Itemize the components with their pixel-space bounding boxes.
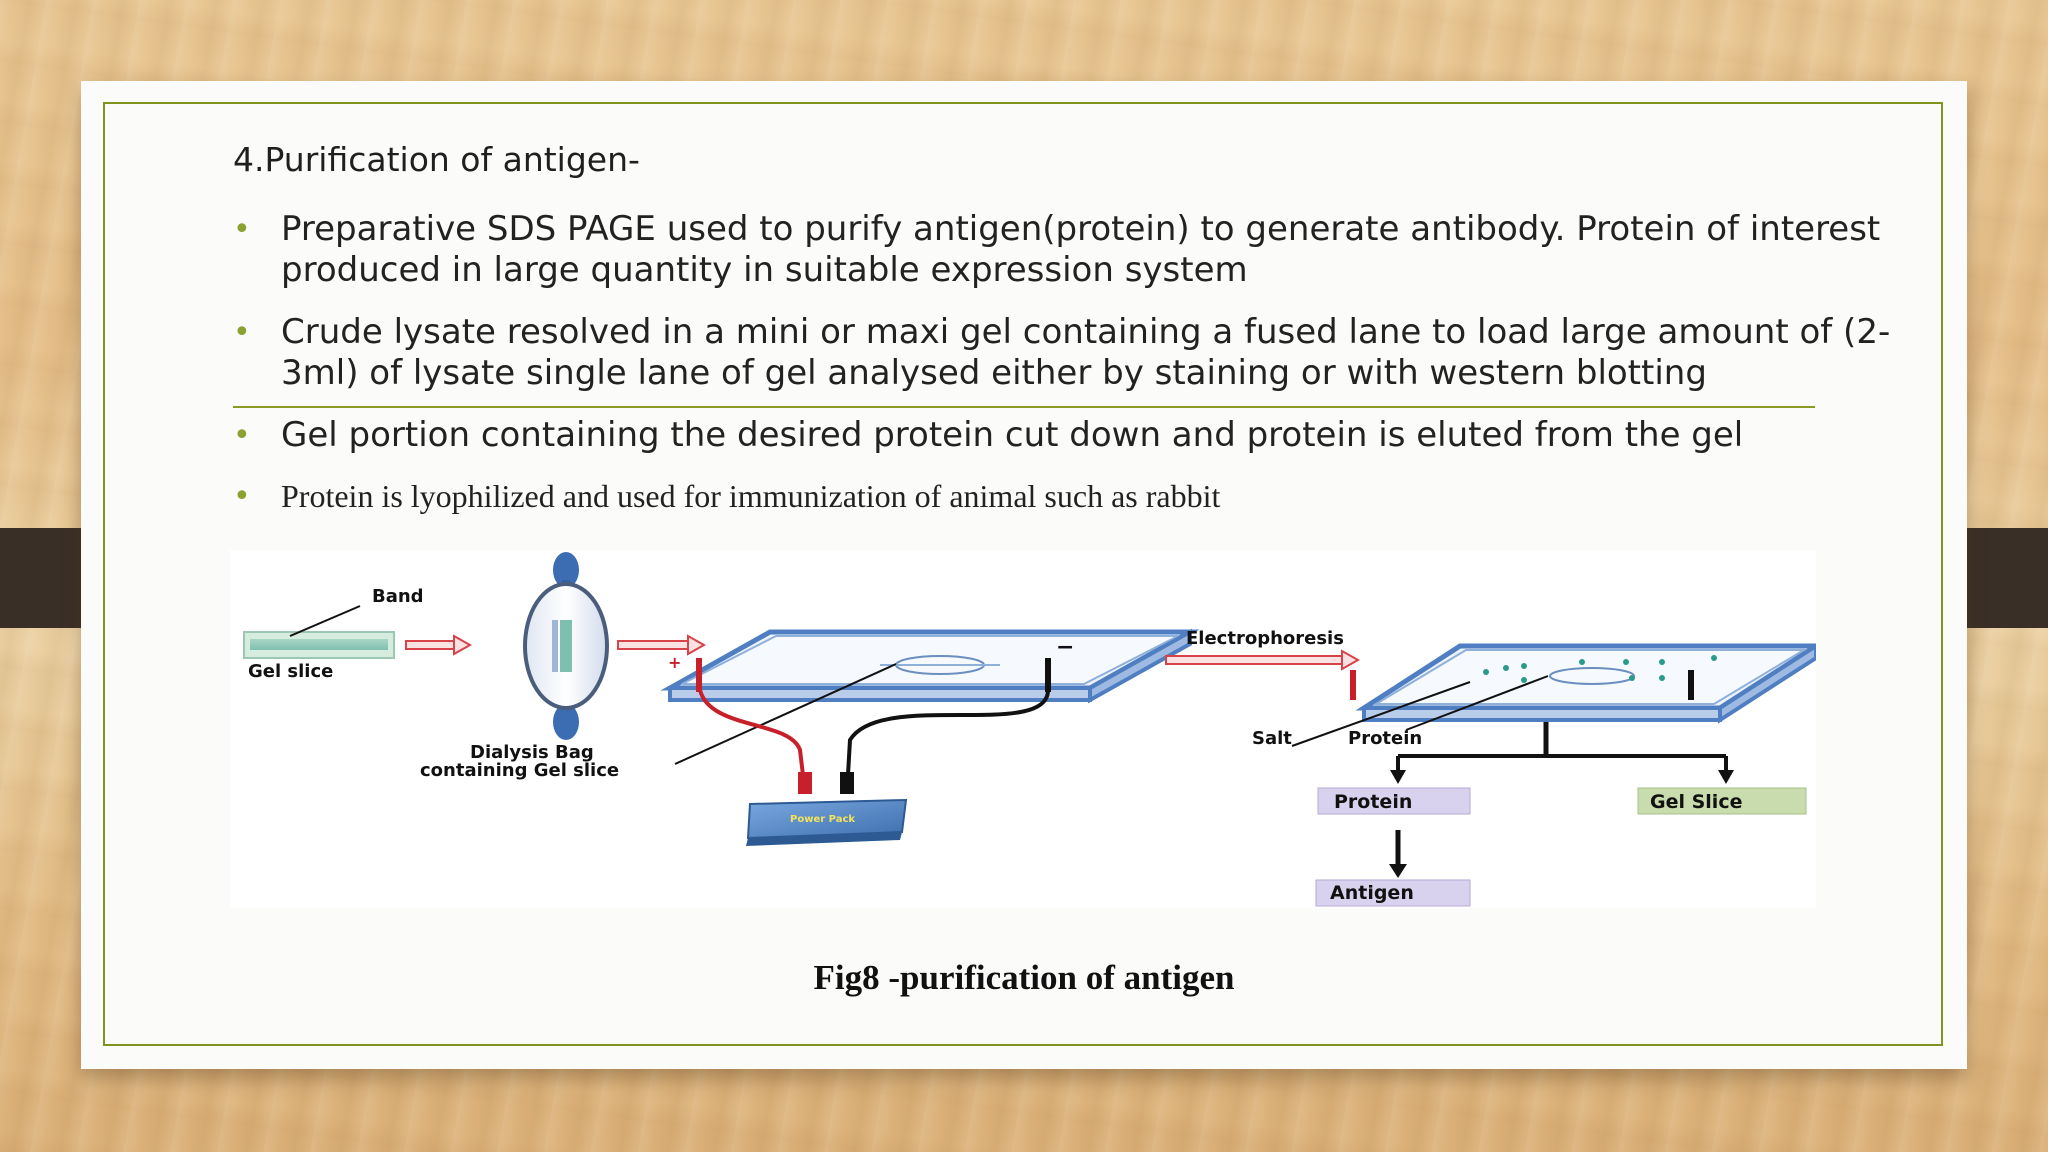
dialysis-bag-label-2: containing Gel slice — [420, 760, 619, 781]
gel-slice-graphic — [243, 605, 395, 659]
electrophoresis-tray-1 — [660, 628, 1200, 765]
antigen-box — [1315, 879, 1471, 907]
protein-box — [1317, 787, 1471, 815]
gel-slice-box — [1637, 787, 1807, 815]
gel-slice-label: Gel slice — [248, 661, 333, 682]
protein-pointer-line — [1405, 675, 1549, 731]
salt-label: Salt — [1252, 728, 1292, 749]
antigen-box-label: Antigen — [1330, 882, 1414, 904]
protein-label: Protein — [1348, 728, 1422, 749]
slide-heading: 4.Purification of antigen- — [233, 140, 640, 179]
gel-slice-box-label: Gel Slice — [1650, 791, 1742, 813]
salt-pointer-line — [1291, 681, 1471, 747]
bullet-dot: • — [233, 479, 251, 514]
bullet-text-3: Gel portion containing the desired prote… — [281, 415, 1744, 455]
minus-terminal: − — [1056, 635, 1074, 660]
bullet-text-2: Crude lysate resolved in a mini or maxi … — [281, 312, 1891, 393]
power-pack-label: Power Pack — [790, 814, 855, 825]
slide-frame — [103, 102, 1943, 1046]
black-plug — [840, 772, 854, 794]
electrophoresis-tray-2 — [1291, 643, 1816, 747]
electrophoresis-label: Electrophoresis — [1186, 628, 1344, 649]
band-pointer-line — [289, 605, 361, 637]
diagram-svg: Band Gel slice Dialysis Bag containing G… — [243, 552, 1816, 907]
bullet-text-4: Protein is lyophilized and used for immu… — [281, 478, 1221, 514]
band-label: Band — [372, 586, 424, 607]
arrow-to-electrophoresis-tray — [617, 634, 707, 656]
bullet-dot: • — [233, 418, 251, 453]
electrophoresis-arrow — [1165, 649, 1361, 671]
protein-to-antigen-arrow — [1389, 830, 1407, 878]
plus-terminal: + — [668, 653, 681, 672]
black-wire — [845, 689, 1050, 793]
section-divider — [233, 406, 1815, 408]
red-plug — [798, 772, 812, 794]
dialysis-bag-graphic — [523, 552, 609, 740]
bullet-item-4: • Protein is lyophilized and used for im… — [233, 476, 1913, 517]
purification-diagram: Band Gel slice Dialysis Bag containing G… — [230, 550, 1816, 908]
power-pack-graphic — [746, 798, 908, 846]
bullet-item-2: • Crude lysate resolved in a mini or max… — [233, 312, 1913, 394]
bullet-dot: • — [233, 315, 251, 350]
bullet-text-1: Preparative SDS PAGE used to purify anti… — [281, 209, 1881, 290]
protein-box-label: Protein — [1334, 791, 1412, 813]
bullet-item-1: • Preparative SDS PAGE used to purify an… — [233, 209, 1913, 291]
bullet-dot: • — [233, 212, 251, 247]
branch-connector — [1390, 722, 1734, 784]
dialysis-bag-label-1: Dialysis Bag — [470, 742, 594, 763]
arrow-to-dialysis — [405, 634, 473, 656]
figure-caption: Fig8 -purification of antigen — [813, 958, 1235, 997]
bullet-item-3: • Gel portion containing the desired pro… — [233, 415, 1913, 456]
red-wire — [698, 689, 807, 793]
